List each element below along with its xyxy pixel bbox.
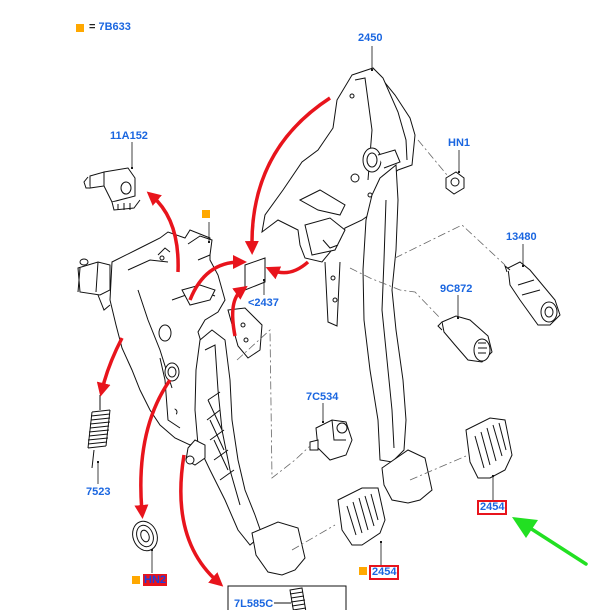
- callout-7L585C[interactable]: 7L585C: [234, 598, 274, 610]
- stop-lamp-switch-13480: [503, 261, 561, 326]
- arrow-to-2437-from-bracket: [244, 96, 331, 255]
- pad-7B633-marker: [359, 567, 367, 575]
- hn2-7B633-marker: [132, 576, 140, 584]
- bushing-7L585C: [289, 587, 307, 610]
- arrow-to-11A152: [146, 191, 180, 273]
- leader-lines: [236, 139, 506, 551]
- brake-pedal-foot: [381, 449, 433, 504]
- pedal-pad-brake: [465, 417, 513, 479]
- callout-9C872[interactable]: 9C872: [440, 283, 473, 295]
- arrow-to-2437-from-clutch: [188, 255, 247, 301]
- arrow-to-2437-from-brake: [265, 260, 310, 280]
- clutch-pedal-foot: [251, 521, 306, 576]
- arrow-to-2437-from-pedal: [230, 285, 248, 337]
- legend-equals: =: [89, 21, 96, 33]
- bushing-7L585C-box: [227, 585, 347, 610]
- callout-2454-brake[interactable]: 2454: [477, 500, 508, 515]
- arrow-to-spring: [96, 337, 124, 397]
- legend-part-number: 7B633: [98, 21, 131, 33]
- callout-11A152[interactable]: 11A152: [110, 130, 148, 142]
- arrow-to-clip: [134, 378, 172, 519]
- clutch-pedal-arm: [185, 307, 263, 546]
- callout-leaders: [96, 46, 525, 573]
- switch-11A152: [83, 167, 141, 211]
- legend-label: = 7B633: [89, 21, 131, 33]
- callout-7523[interactable]: 7523: [86, 486, 111, 498]
- brake-pedal-arm: [362, 163, 407, 463]
- spring-7523: [87, 395, 111, 469]
- assembly-arrows: [96, 96, 331, 587]
- clutch-switch-7C534: [309, 419, 353, 461]
- arrow-to-bushing: [179, 454, 224, 587]
- callout-2437[interactable]: <2437: [248, 297, 279, 309]
- callout-13480[interactable]: 13480: [506, 231, 537, 243]
- green-pointer-arrow: [512, 517, 588, 566]
- callout-2450[interactable]: 2450: [358, 32, 383, 44]
- switch-9C872: [437, 315, 493, 363]
- brake-pedal-bracket: [261, 67, 416, 327]
- callout-HN1[interactable]: HN1: [448, 137, 471, 149]
- legend-swatch: [76, 24, 84, 32]
- retaining-clip-HN2: [132, 520, 158, 552]
- callout-7C534[interactable]: 7C534: [306, 391, 339, 403]
- label-2437: [244, 257, 266, 291]
- nut-HN1: [445, 171, 465, 195]
- callout-HN2[interactable]: HN2: [143, 574, 168, 586]
- pedal-pad-clutch: [337, 487, 386, 546]
- callout-2454-clutch[interactable]: 2454: [369, 565, 400, 580]
- bracket-7B633-marker: [202, 210, 210, 218]
